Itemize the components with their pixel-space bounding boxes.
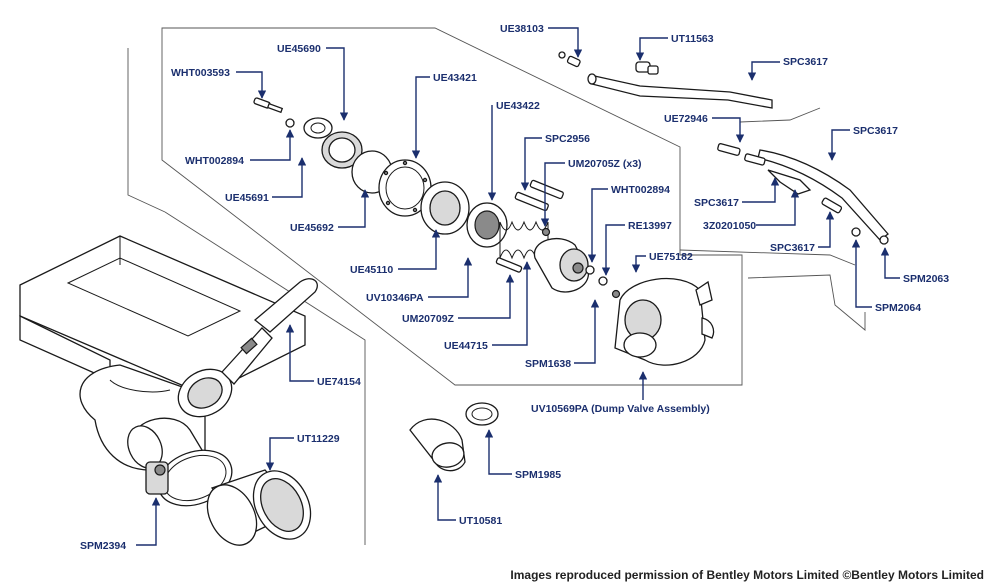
screw-um20705z	[541, 227, 551, 237]
pipe-flange	[177, 278, 318, 418]
label-ue44715: UE44715	[444, 340, 488, 352]
diaphragm-ue45110	[420, 181, 470, 235]
vacuum-pipe-upper	[558, 51, 773, 109]
washer-wht002894-b	[585, 265, 595, 275]
label-ue45690: UE45690	[277, 43, 321, 55]
cover-cap	[303, 117, 333, 139]
part-labels: UE38103 UT11563 SPC3617 WHT003593 UE4569…	[80, 23, 949, 552]
label-3z0201050: 3Z0201050	[703, 220, 756, 232]
label-spm1985: SPM1985	[515, 469, 561, 481]
label-spm2394: SPM2394	[80, 540, 126, 552]
label-ue38103: UE38103	[500, 23, 544, 35]
washer-wht002894-a	[285, 118, 295, 128]
label-ut11229: UT11229	[297, 433, 340, 445]
copyright-notice: Images reproduced permission of Bentley …	[510, 568, 984, 582]
label-um20705z: UM20705Z (x3)	[568, 158, 642, 170]
label-wht002894-a: WHT002894	[185, 155, 244, 167]
vacuum-pipe-right	[717, 143, 889, 245]
outlet-body	[614, 277, 715, 366]
dump-valve-assembly-outline	[161, 27, 743, 386]
label-spc3617-c: SPC3617	[694, 197, 739, 209]
label-uv10346pa: UV10346PA	[366, 292, 424, 304]
label-ue45692: UE45692	[290, 222, 334, 234]
label-uv10569pa: UV10569PA (Dump Valve Assembly)	[531, 403, 710, 415]
label-ut10581: UT10581	[459, 515, 502, 527]
label-spm2064: SPM2064	[875, 302, 921, 314]
guide-lines-right	[679, 107, 866, 331]
studs-spc2956	[514, 179, 564, 212]
label-ue74154: UE74154	[317, 376, 361, 388]
hose-ut11229	[206, 469, 312, 546]
label-ut11563: UT11563	[671, 33, 714, 45]
label-spc3617-b: SPC3617	[853, 125, 898, 137]
leader-lines	[136, 27, 900, 546]
label-ue43421: UE43421	[433, 72, 477, 84]
nut-spm1638	[611, 289, 621, 299]
label-spm2063: SPM2063	[903, 273, 949, 285]
label-spc3617-d: SPC3617	[770, 242, 815, 254]
hose-clip-small	[465, 402, 499, 426]
intake-housing	[19, 48, 366, 545]
elbow-hose	[409, 418, 466, 472]
label-wht002894-b: WHT002894	[611, 184, 670, 196]
valve-body	[533, 237, 589, 293]
o-ring-re13997	[598, 276, 608, 286]
label-wht003593: WHT003593	[171, 67, 230, 79]
label-re13997: RE13997	[628, 220, 672, 232]
label-ue72946: UE72946	[664, 113, 708, 125]
label-um20709z: UM20709Z	[402, 313, 455, 325]
screw-um20709z	[495, 257, 523, 273]
label-ue45691: UE45691	[225, 192, 269, 204]
label-spc2956: SPC2956	[545, 133, 590, 145]
label-ue75182: UE75182	[649, 251, 693, 263]
label-spc3617-a: SPC3617	[783, 56, 828, 68]
spring-housing	[466, 202, 508, 248]
label-ue43422: UE43422	[496, 100, 540, 112]
gasket-ue43421	[378, 159, 432, 217]
bolt-wht003593	[253, 97, 284, 114]
label-spm1638: SPM1638	[525, 358, 571, 370]
label-ue45110: UE45110	[350, 264, 393, 276]
ring-ue45691	[321, 131, 363, 169]
